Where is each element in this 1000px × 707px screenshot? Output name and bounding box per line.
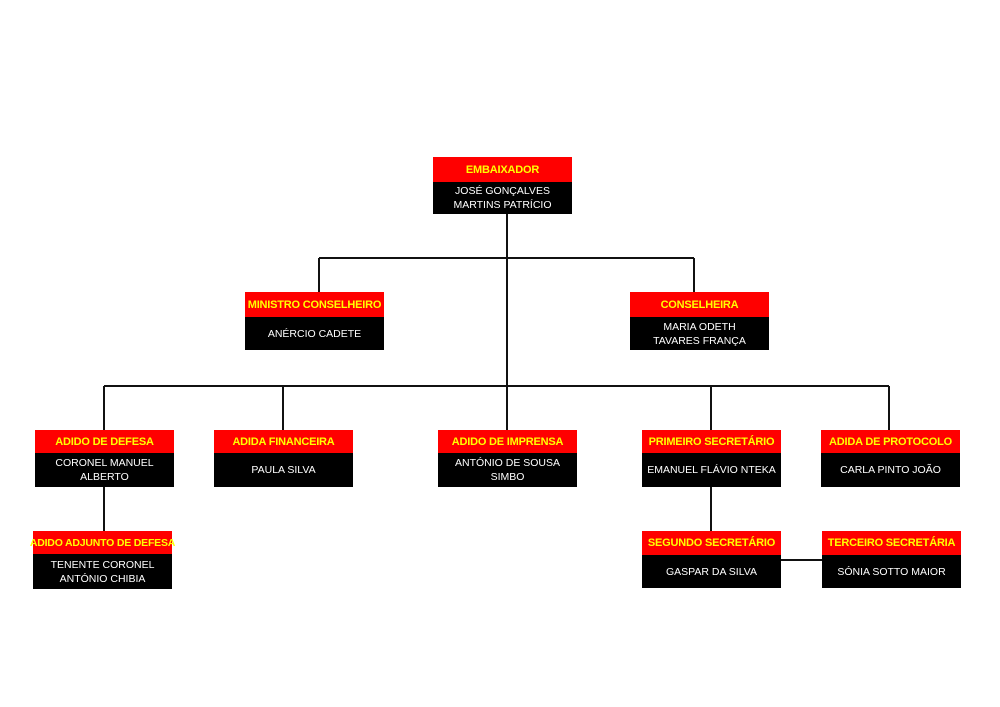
node-title: ADIDO ADJUNTO DE DEFESA [30,531,175,554]
node-title: CONSELHEIRA [630,292,769,317]
node-name: CORONEL MANUEL ALBERTO [35,453,174,487]
name-line: EMANUEL FLÁVIO NTEKA [647,464,776,476]
node-adido-adjunto-defesa: ADIDO ADJUNTO DE DEFESA TENENTE CORONEL … [30,531,175,589]
node-adida-financeira: ADIDA FINANCEIRA PAULA SILVA [214,430,353,487]
node-name: TENENTE CORONEL ANTÓNIO CHIBIA [33,554,172,589]
node-name: EMANUEL FLÁVIO NTEKA [642,453,781,487]
name-line: MARIA ODETH [663,320,736,333]
name-line: PAULA SILVA [251,464,316,476]
name-line: SÓNIA SOTTO MAIOR [837,565,946,578]
name-line: CARLA PINTO JOÃO [840,464,941,476]
node-segundo-secretario: SEGUNDO SECRETÁRIO GASPAR DA SILVA [642,531,781,588]
node-name: MARIA ODETH TAVARES FRANÇA [630,317,769,350]
name-line: ANÉRCIO CADETE [267,327,362,340]
node-name: JOSÉ GONÇALVES MARTINS PATRÍCIO [433,182,572,214]
name-line: ALBERTO [80,471,129,483]
name-line: ANTÓNIO DE SOUSA [454,457,560,469]
name-line: SIMBO [490,471,525,483]
node-title: TERCEIRO SECRETÁRIA [822,531,961,555]
node-name: PAULA SILVA [214,453,353,487]
node-title: ADIDO DE IMPRENSA [438,430,577,453]
node-title: MINISTRO CONSELHEIRO [245,292,384,317]
name-line: ANTÓNIO CHIBIA [59,572,146,585]
node-primeiro-secretario: PRIMEIRO SECRETÁRIO EMANUEL FLÁVIO NTEKA [642,430,781,487]
node-adido-defesa: ADIDO DE DEFESA CORONEL MANUEL ALBERTO [35,430,174,487]
name-line: JOSÉ GONÇALVES [455,185,550,197]
node-adida-protocolo: ADIDA DE PROTOCOLO CARLA PINTO JOÃO [821,430,960,487]
node-name: CARLA PINTO JOÃO [821,453,960,487]
name-line: TENENTE CORONEL [50,558,155,571]
name-line: CORONEL MANUEL [55,457,154,469]
node-ministro-conselheiro: MINISTRO CONSELHEIRO ANÉRCIO CADETE [245,292,384,350]
name-line: GASPAR DA SILVA [665,565,758,578]
node-name: GASPAR DA SILVA [642,555,781,588]
node-title: PRIMEIRO SECRETÁRIO [642,430,781,453]
node-terceiro-secretaria: TERCEIRO SECRETÁRIA SÓNIA SOTTO MAIOR [822,531,961,588]
name-line: TAVARES FRANÇA [653,334,746,347]
node-name: SÓNIA SOTTO MAIOR [822,555,961,588]
name-line: MARTINS PATRÍCIO [453,199,552,211]
node-name: ANTÓNIO DE SOUSA SIMBO [438,453,577,487]
node-name: ANÉRCIO CADETE [245,317,384,350]
node-adido-imprensa: ADIDO DE IMPRENSA ANTÓNIO DE SOUSA SIMBO [438,430,577,487]
node-conselheira: CONSELHEIRA MARIA ODETH TAVARES FRANÇA [630,292,769,350]
node-title: SEGUNDO SECRETÁRIO [642,531,781,555]
node-title: ADIDA DE PROTOCOLO [821,430,960,453]
node-title: ADIDA FINANCEIRA [214,430,353,453]
node-embaixador: EMBAIXADOR JOSÉ GONÇALVES MARTINS PATRÍC… [433,157,572,214]
node-title: ADIDO DE DEFESA [35,430,174,453]
node-title: EMBAIXADOR [433,157,572,182]
